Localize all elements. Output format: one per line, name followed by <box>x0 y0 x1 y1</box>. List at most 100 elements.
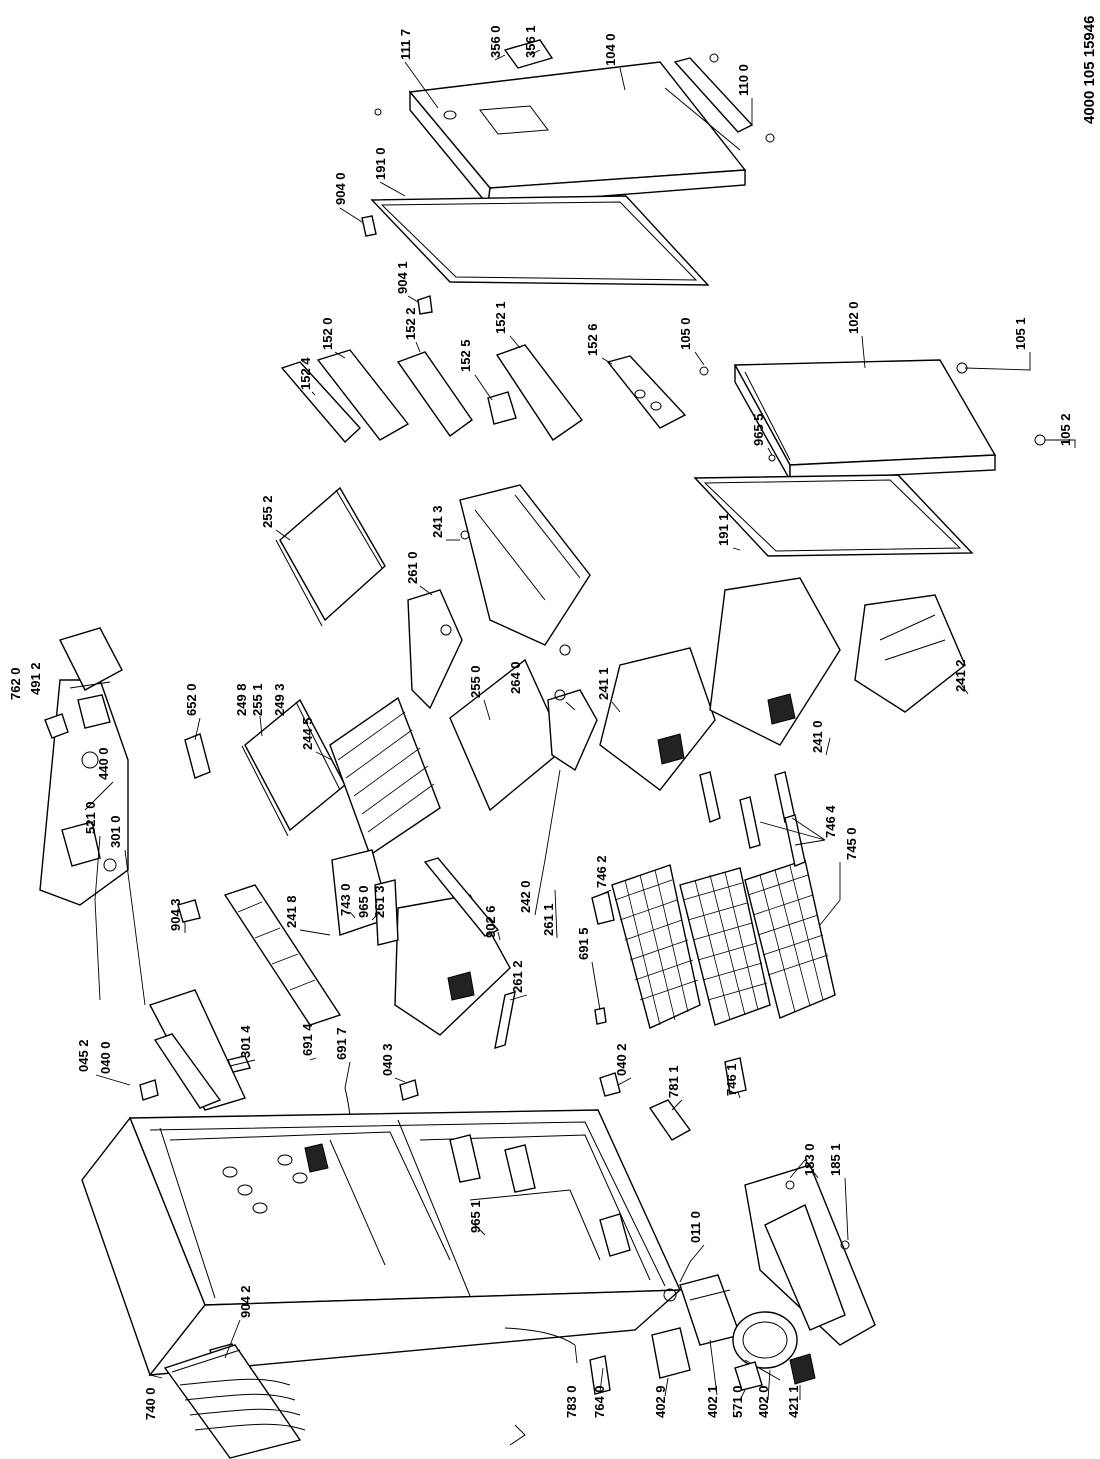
part-number-label: 241 3 <box>430 505 445 538</box>
part-number-label: 261 1 <box>541 903 556 936</box>
part-number-label: 904 3 <box>168 898 183 931</box>
part-number-label: 764 0 <box>592 1385 607 1418</box>
drawer-cover-part <box>547 689 598 772</box>
part-number-label: 783 0 <box>564 1385 579 1418</box>
part-number-label: 904 0 <box>333 172 348 205</box>
egg-tray-part <box>487 391 517 425</box>
wire-shelf-part <box>329 696 441 857</box>
part-number-label: 965 1 <box>468 1200 483 1233</box>
drawer-cover-part <box>407 589 463 710</box>
drawer-part <box>459 484 591 656</box>
part-number-label: 183 0 <box>802 1143 817 1176</box>
part-number-label: 111 7 <box>398 29 413 60</box>
part-number-label: 781 1 <box>666 1065 681 1098</box>
fan-cover-part <box>39 679 129 906</box>
part-number-label: 040 3 <box>380 1043 395 1076</box>
part-number-label: 261 2 <box>510 960 525 993</box>
part-number-label: 571 0 <box>730 1385 745 1418</box>
part-number-label: 102 0 <box>846 301 861 334</box>
part-number-label: 904 2 <box>238 1285 253 1318</box>
part-number-label: 301 0 <box>108 815 123 848</box>
clip-part <box>594 1007 607 1025</box>
profile-part <box>374 879 399 946</box>
part-number-label: 152 0 <box>320 317 335 350</box>
drain-plug-part <box>589 1355 611 1395</box>
rail-part <box>784 814 806 867</box>
drain-tube-part <box>504 1327 576 1346</box>
base-plate-part <box>744 1164 876 1346</box>
hinge-part <box>399 1079 419 1101</box>
part-number-label: 691 5 <box>576 927 591 960</box>
part-number-label: 152 4 <box>298 357 313 390</box>
part-number-label: 746 4 <box>823 805 838 838</box>
part-number-label: 105 1 <box>1013 317 1028 350</box>
part-number-label: 740 0 <box>143 1387 158 1420</box>
part-number-label: 242 0 <box>518 880 533 913</box>
part-number-label: 045 2 <box>76 1039 91 1072</box>
drawer-part <box>599 647 716 791</box>
compressor-part <box>732 1311 798 1381</box>
part-number-label: 249 3 <box>272 683 287 716</box>
bracket-part <box>184 733 211 779</box>
part-number-label: 241 2 <box>953 659 968 692</box>
part-number-label: 965 0 <box>356 885 371 918</box>
freezer-door-gasket-part <box>370 195 710 286</box>
part-number-label: 261 0 <box>405 551 420 584</box>
part-number-label: 691 7 <box>334 1027 349 1060</box>
glass-shelf-part <box>241 698 346 837</box>
part-number-label: 402 0 <box>756 1385 771 1418</box>
screw-part <box>765 133 775 143</box>
fridge-door-gasket-part <box>693 474 974 557</box>
air-duct-part <box>223 884 342 1026</box>
electronic-board-part <box>153 1033 222 1109</box>
part-number-label: 421 1 <box>786 1385 801 1418</box>
rail-part <box>774 771 796 823</box>
glass-shelf-part <box>275 486 386 627</box>
door-balcony-part <box>396 351 473 437</box>
part-number-label: 241 0 <box>810 720 825 753</box>
part-number-label: 105 2 <box>1058 413 1073 446</box>
screw-part <box>768 454 776 462</box>
part-number-label: 402 1 <box>705 1385 720 1418</box>
drawer-part <box>709 577 841 746</box>
part-number-label: 904 1 <box>395 261 410 294</box>
part-number-label: 152 1 <box>493 301 508 334</box>
part-number-label: 762 0 <box>8 667 23 700</box>
part-number-label: 152 2 <box>403 307 418 340</box>
support-part <box>591 891 615 925</box>
rail-part <box>699 771 721 823</box>
part-number-label: 185 1 <box>828 1143 843 1176</box>
part-number-label: 521 0 <box>83 801 98 834</box>
relay-part <box>789 1353 816 1385</box>
rail-part <box>739 796 761 849</box>
part-number-label: 191 0 <box>373 147 388 180</box>
part-number-label: 255 0 <box>468 665 483 698</box>
part-number-label: 652 0 <box>184 683 199 716</box>
part-number-label: 264 0 <box>508 661 523 694</box>
cabinet-part <box>81 1109 682 1377</box>
fridge-door-part <box>733 359 997 483</box>
door-clip-part <box>417 295 433 315</box>
leader-lines <box>69 49 1076 1401</box>
compressor-bracket-part <box>679 1274 741 1346</box>
profile-part <box>423 857 500 937</box>
part-number-label: 152 5 <box>458 339 473 372</box>
part-number-label: 402 9 <box>653 1385 668 1418</box>
drip-tray-part <box>651 1327 691 1379</box>
part-number-label: 191 1 <box>716 513 731 546</box>
door-balcony-part <box>316 349 410 441</box>
part-number-label: 040 2 <box>614 1043 629 1076</box>
part-number-label: 011 0 <box>688 1211 703 1243</box>
door-clip-part <box>361 215 377 237</box>
part-number-label: 255 1 <box>250 683 265 716</box>
freezer-wire-basket-part <box>744 859 836 1019</box>
part-number-label: 491 2 <box>28 662 43 695</box>
bottle-shelf-part <box>606 355 687 429</box>
freezer-wire-basket-part <box>679 867 771 1026</box>
part-number-label: 241 8 <box>284 895 299 928</box>
balcony-cover-part <box>280 361 361 444</box>
part-number-label: 040 0 <box>98 1041 113 1074</box>
part-number-label: 104 0 <box>603 33 618 66</box>
part-number-label: 902 6 <box>483 905 498 938</box>
